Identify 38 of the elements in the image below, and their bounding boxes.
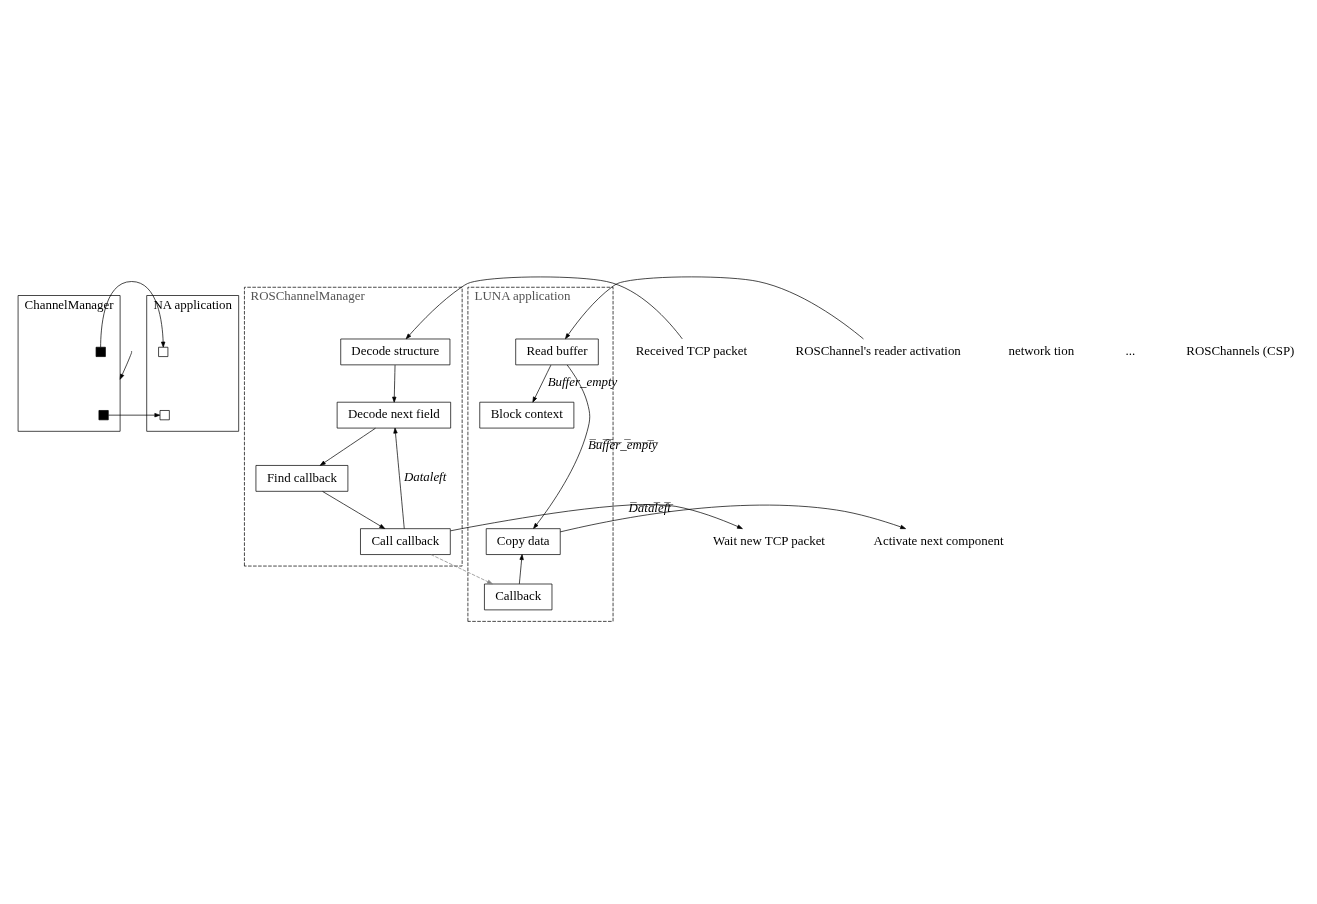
node-text: Received TCP packet — [635, 343, 747, 359]
edge-label: B̅u̅f̅f̅e̅r̅_̅e̅m̅p̅t̅y̅ — [587, 437, 658, 453]
node-box: Call callback — [360, 528, 451, 555]
node-box: Callback — [484, 583, 553, 611]
edge-label: Dataleft — [403, 468, 447, 484]
node-text: ROSChannel's reader activation — [795, 343, 961, 359]
arrow — [405, 276, 683, 340]
arrow — [108, 413, 161, 418]
node-box: Block context — [479, 401, 575, 429]
cluster: ChannelManager — [17, 295, 121, 432]
arrow — [519, 554, 524, 585]
arrow — [532, 364, 552, 403]
edge-label: D̅a̅t̅a̅l̅e̅f̅t̅ — [628, 500, 671, 516]
arrow — [392, 364, 397, 403]
arrow — [559, 504, 906, 533]
arrow — [100, 281, 166, 348]
node-box: Decode next field — [336, 401, 452, 429]
arrow — [565, 276, 864, 340]
arrow — [393, 427, 405, 529]
node-box: Copy data — [485, 528, 561, 555]
node-box: Decode structure — [340, 338, 451, 366]
cluster: NA application — [146, 295, 240, 432]
arrow — [319, 427, 376, 466]
node-box — [95, 346, 106, 357]
label: network tion — [1008, 343, 1075, 359]
label: ... — [1125, 343, 1136, 359]
node-text: Wait new TCP packet — [712, 532, 825, 548]
node-box: Find callback — [255, 465, 349, 492]
node-text: Activate next component — [873, 532, 1004, 548]
node-box — [158, 346, 169, 357]
label: ROSChannels (CSP) — [1186, 343, 1295, 359]
node-box: Read buffer — [515, 338, 599, 366]
node-box — [98, 410, 109, 421]
edge-label: Buffer_empty — [547, 373, 618, 389]
arrow — [119, 352, 132, 380]
arrow — [322, 491, 386, 529]
arrow — [533, 364, 591, 529]
node-box — [159, 410, 170, 421]
